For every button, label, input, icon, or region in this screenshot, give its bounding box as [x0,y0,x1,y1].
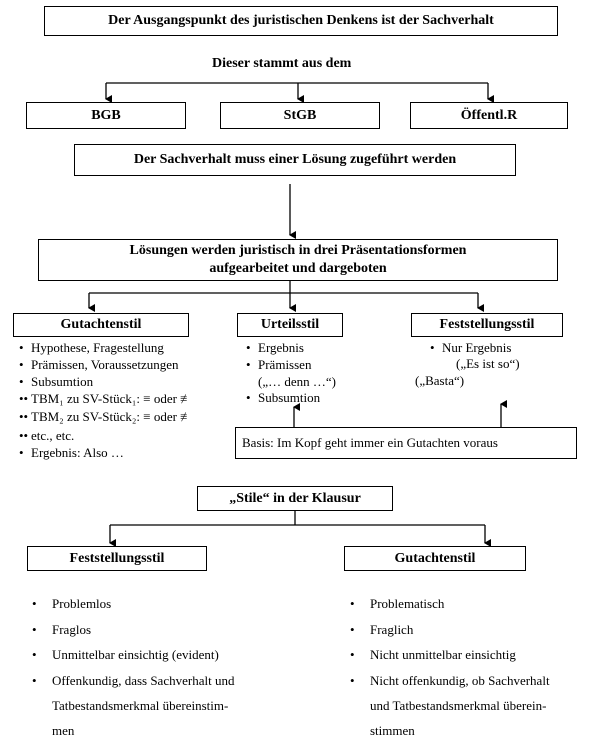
list-item: •Problematisch [350,596,445,611]
list-item: •Subsumtion [246,390,321,405]
list-item: •Fraglos [32,622,91,637]
list-item: •Nicht unmittelbar einsichtig [350,647,516,662]
style-gutachten-box: Gutachtenstil [13,313,189,337]
list-item: •Hypothese, Fragestellung [19,340,164,355]
klausur-gutachten: Gutachtenstil [394,550,476,566]
list-item: •Fraglich [350,622,414,637]
basis-text: Basis: Im Kopf geht immer ein Gutachten … [242,435,498,450]
list-item: •Prämissen [246,357,312,372]
source-oeffentl: Öffentl.R [460,107,518,123]
list-item: •Offenkundig, dass Sachverhalt und [32,673,235,688]
source-bgb-box: BGB [26,102,186,129]
list-item: („Basta“) [415,373,465,388]
stammt-label: Dieser stammt aus dem [212,56,352,71]
loesung-text: Der Sachverhalt muss einer Lösung zugefü… [133,152,457,167]
list-item: •Unmittelbar einsichtig (evident) [32,647,219,662]
list-item: •Subsumtion [19,374,94,389]
list-item-continuation: stimmen [370,723,415,738]
list-item: •Ergebnis: Also … [19,445,124,460]
list-item: •Nicht offenkundig, ob Sachverhalt [350,673,550,688]
list-item-continuation: men [52,723,75,738]
klausur-feststellung: Feststellungsstil [69,550,165,566]
praesentation-line-1: Lösungen werden juristisch in drei Präse… [129,243,467,258]
style-urteil: Urteilsstil [260,317,320,332]
source-stgb: StGB [283,107,317,123]
klausur-gutachten-box: Gutachtenstil [344,546,526,571]
list-item: •Nur Ergebnis [430,340,512,355]
source-bgb: BGB [91,107,121,123]
praesentation-box: Lösungen werden juristisch in drei Präse… [38,239,558,281]
list-item: ••TBM₂ zu SV-Stück₂: ≡ oder ≢ [19,409,194,424]
main-title-box: Der Ausgangspunkt des juristischen Denke… [44,6,558,36]
list-item: •Ergebnis [246,340,304,355]
klausur-box: „Stile“ in der Klausur [197,486,393,511]
basis-box: Basis: Im Kopf geht immer ein Gutachten … [235,427,577,459]
list-item: •Problemlos [32,596,112,611]
list-item: ••TBM₁ zu SV-Stück₁: ≡ oder ≢ [19,391,194,406]
list-item: •Prämissen, Voraussetzungen [19,357,179,372]
praesentation-line-2: aufgearbeitet und dargeboten [209,261,387,276]
klausur-feststellung-box: Feststellungsstil [27,546,207,571]
list-item: („Es ist so“) [456,356,520,371]
source-oeffentl-box: Öffentl.R [410,102,568,129]
list-item-continuation: Tatbestandsmerkmal übereinstim- [52,698,229,713]
style-feststellung: Feststellungsstil [439,317,535,332]
style-urteil-box: Urteilsstil [237,313,343,337]
style-gutachten: Gutachtenstil [60,317,142,332]
main-title: Der Ausgangspunkt des juristischen Denke… [108,13,494,28]
klausur-title: „Stile“ in der Klausur [229,490,361,506]
loesung-box: Der Sachverhalt muss einer Lösung zugefü… [74,144,516,176]
list-item-continuation: und Tatbestandsmerkmal überein- [370,698,547,713]
list-item: („… denn …“) [258,374,336,389]
list-item: ••etc., etc. [19,428,75,443]
style-feststellung-box: Feststellungsstil [411,313,563,337]
source-stgb-box: StGB [220,102,380,129]
